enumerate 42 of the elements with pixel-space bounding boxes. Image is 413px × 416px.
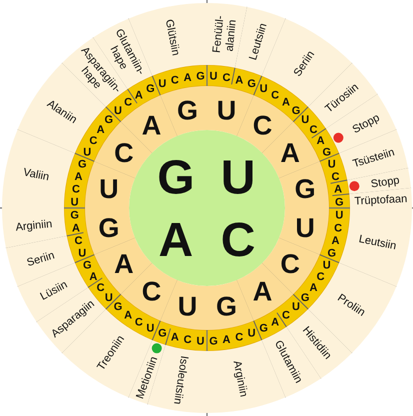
amino-acid-sector: Trüptofaan (349, 188, 412, 208)
codon-letter: U (104, 292, 113, 304)
second-base-sector: G (85, 208, 135, 255)
codon-letter: U (196, 335, 204, 348)
codon-letter: G (300, 292, 310, 304)
codon-letter: U (146, 322, 154, 335)
codon-letter: G (70, 209, 79, 222)
codon-letter: A (72, 222, 80, 234)
codon-letter: A (170, 332, 179, 344)
codon-letter: A (334, 184, 342, 196)
codon-letter: A (282, 96, 290, 109)
codon-letter: U (260, 83, 268, 96)
codon-letter: U (114, 104, 122, 117)
codon-letter: A (74, 170, 82, 183)
codon-letter: G (292, 104, 300, 117)
codon-letter: G (327, 248, 336, 260)
codon-letter: C (184, 334, 192, 346)
codon-letter: C (222, 72, 230, 84)
codon-letter: C (332, 170, 340, 183)
codon-letter: U (322, 260, 331, 272)
second-base-sector: U (279, 208, 329, 255)
codon-letter: C (170, 74, 179, 86)
codon-letter: U (210, 70, 218, 83)
codon-letter: C (74, 235, 82, 248)
codon-letter: U (328, 158, 336, 170)
codon-letter: U (78, 248, 86, 260)
amino-acid-sector: Arginiin (2, 208, 67, 248)
codon-letter: A (124, 309, 132, 322)
second-base-sector: G (160, 86, 207, 136)
second-base-sector: G (279, 161, 329, 208)
codon-letter: U (248, 328, 256, 340)
codon-letter: A (96, 124, 105, 136)
codon-letter: A (235, 74, 244, 86)
codon-letter: A (332, 235, 340, 248)
codon-letter: G (335, 196, 344, 208)
codon-letter: G (78, 158, 87, 170)
second-base-sector: U (85, 161, 135, 208)
codon-letter: A (309, 282, 318, 294)
amino-acid-sector: Leutsiin (234, 6, 286, 76)
codon-letter: G (158, 328, 167, 340)
codon-letter: G (82, 260, 92, 272)
second-base-sector: G (207, 280, 254, 330)
